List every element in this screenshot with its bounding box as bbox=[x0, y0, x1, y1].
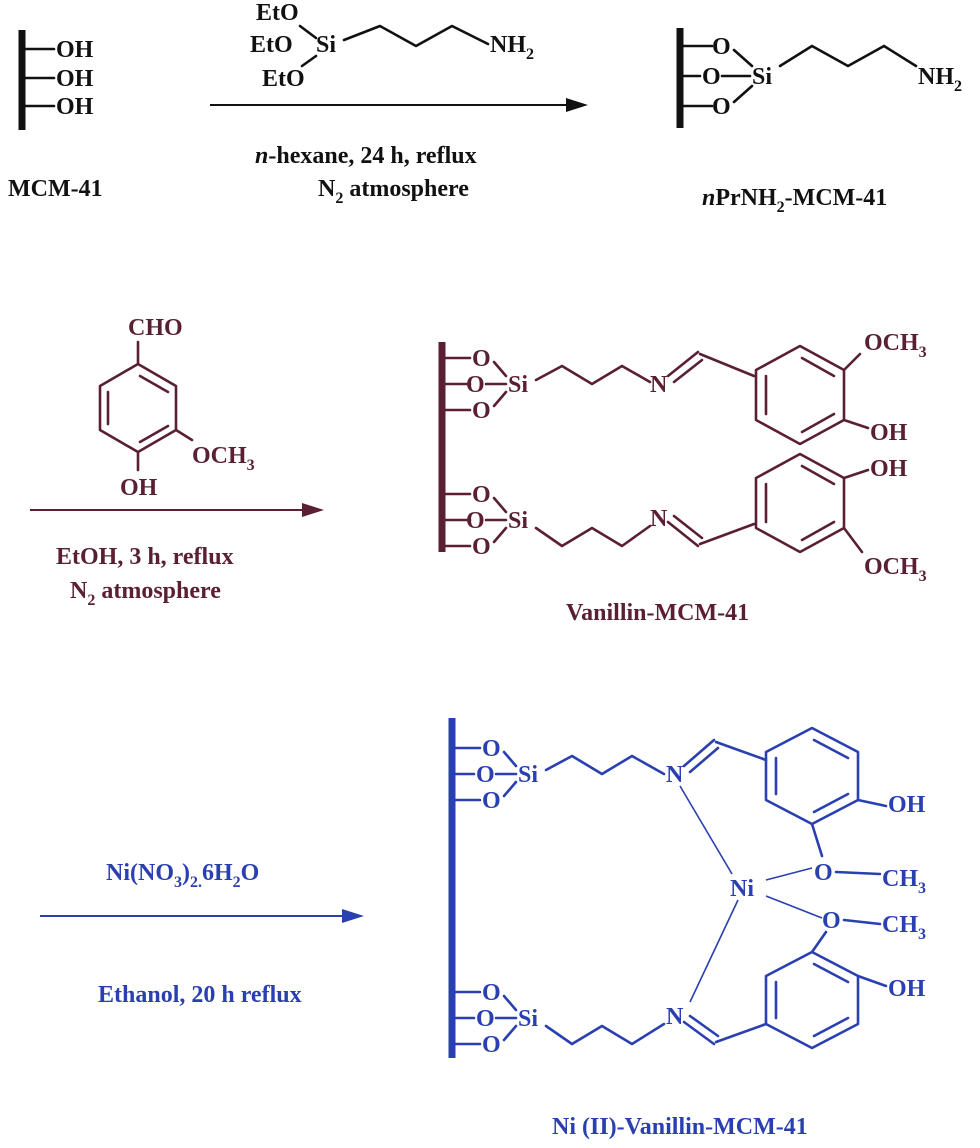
oxygen-label: O bbox=[702, 64, 721, 90]
oxygen-label: O bbox=[472, 534, 491, 560]
oxygen-label: O bbox=[476, 762, 495, 788]
reactant-name: MCM-41 bbox=[8, 176, 103, 202]
silicon-label: Si bbox=[518, 1006, 538, 1032]
hydroxyl-label: OH bbox=[888, 792, 926, 818]
ethoxy-label: EtO bbox=[262, 66, 305, 92]
ether-oxygen-label: O bbox=[822, 908, 841, 934]
methyl-label: CH3 bbox=[882, 866, 926, 897]
step1-reagent-aptes: EtO EtO EtO Si NH2 bbox=[250, 0, 534, 92]
imine-nitrogen-label: N bbox=[650, 506, 668, 532]
methoxy-label: OCH3 bbox=[864, 330, 927, 361]
amine-label: NH2 bbox=[918, 64, 962, 95]
step3-product-ni-complex: O O O Si N OH O CH3 Ni O O O bbox=[448, 718, 926, 1140]
step2-conditions-line2: N2 atmosphere bbox=[70, 578, 221, 609]
oxygen-label: O bbox=[482, 980, 501, 1006]
imine-nitrogen-label: N bbox=[666, 1004, 684, 1030]
hydroxyl-label: OH bbox=[870, 456, 908, 482]
step1-reactant-mcm41: OH OH OH MCM-41 bbox=[8, 30, 103, 202]
oxygen-label: O bbox=[466, 508, 485, 534]
hydroxyl-label: OH bbox=[56, 66, 94, 92]
oxygen-label: O bbox=[712, 94, 731, 120]
step2-arrow bbox=[30, 503, 324, 517]
ether-oxygen-label: O bbox=[814, 860, 833, 886]
ethoxy-label: EtO bbox=[250, 32, 293, 58]
oxygen-label: O bbox=[466, 372, 485, 398]
product-name: Vanillin-MCM-41 bbox=[566, 600, 749, 626]
hydroxyl-label: OH bbox=[870, 420, 908, 446]
silicon-label: Si bbox=[518, 762, 538, 788]
methoxy-label: OCH3 bbox=[192, 443, 255, 474]
ethoxy-label: EtO bbox=[256, 0, 299, 26]
hydroxyl-label: OH bbox=[888, 976, 926, 1002]
step2-conditions-line1: EtOH, 3 h, reflux bbox=[56, 544, 234, 570]
step3-arrow bbox=[40, 909, 364, 923]
hydroxyl-label: OH bbox=[56, 94, 94, 120]
oxygen-label: O bbox=[472, 482, 491, 508]
oxygen-label: O bbox=[482, 788, 501, 814]
imine-nitrogen-label: N bbox=[650, 372, 668, 398]
hydroxyl-label: OH bbox=[120, 475, 158, 501]
amine-label: NH2 bbox=[490, 32, 534, 63]
step3-reagent-label: Ni(NO3)2.6H2O bbox=[106, 860, 259, 891]
methyl-label: CH3 bbox=[882, 912, 926, 943]
step1-conditions-line1: n-hexane, 24 h, reflux bbox=[255, 143, 477, 169]
oxygen-label: O bbox=[472, 398, 491, 424]
aldehyde-label: CHO bbox=[128, 315, 183, 341]
step1-conditions-line2: N2 atmosphere bbox=[318, 176, 469, 207]
step1-product-amine-mcm41: O O O Si NH2 nPrNH2-MCM-41 bbox=[676, 28, 962, 216]
oxygen-label: O bbox=[476, 1006, 495, 1032]
step3-conditions-line2: Ethanol, 20 h reflux bbox=[98, 982, 302, 1008]
oxygen-label: O bbox=[712, 34, 731, 60]
oxygen-label: O bbox=[482, 736, 501, 762]
silicon-label: Si bbox=[508, 508, 528, 534]
step2-product-vanillin-mcm41: O O O Si N OCH3 OH O O O Si N bbox=[438, 330, 927, 626]
step2-reagent-vanillin: CHO OCH3 OH bbox=[98, 315, 255, 501]
methoxy-label: OCH3 bbox=[864, 554, 927, 585]
imine-nitrogen-label: N bbox=[666, 762, 684, 788]
product-name: nPrNH2-MCM-41 bbox=[702, 185, 887, 216]
nickel-label: Ni bbox=[730, 876, 754, 902]
product-name: Ni (II)-Vanillin-MCM-41 bbox=[552, 1114, 808, 1140]
silicon-label: Si bbox=[316, 32, 336, 58]
oxygen-label: O bbox=[482, 1032, 501, 1058]
hydroxyl-label: OH bbox=[56, 37, 94, 63]
step1-arrow bbox=[210, 98, 588, 112]
oxygen-label: O bbox=[472, 346, 491, 372]
silicon-label: Si bbox=[752, 64, 772, 90]
silicon-label: Si bbox=[508, 372, 528, 398]
